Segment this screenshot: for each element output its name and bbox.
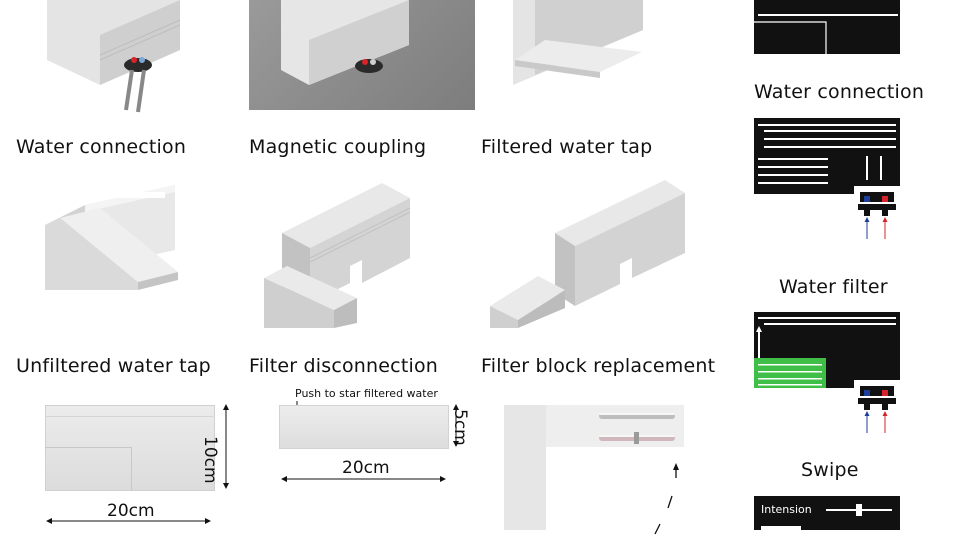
swipe-panel: Intension xyxy=(754,496,900,530)
right-diagram-water-connection xyxy=(754,118,900,239)
front-height-label: 10cm xyxy=(200,436,220,484)
render-water-connection xyxy=(47,0,181,113)
render-filter-block-replacement xyxy=(490,180,685,328)
replacement-arrow xyxy=(654,463,679,535)
filter-block-top-view xyxy=(504,405,684,530)
right-diagram-water-filter xyxy=(754,312,900,433)
right-diagram-top xyxy=(754,0,900,54)
side-width-label: 20cm xyxy=(342,458,390,478)
right-label-swipe: Swipe xyxy=(801,459,859,481)
caption-unfiltered-water-tap: Unfiltered water tap xyxy=(16,355,211,377)
side-height-dimension-line xyxy=(453,404,459,447)
front-elevation xyxy=(45,405,215,491)
right-label-water-filter: Water filter xyxy=(779,276,888,298)
push-note: Push to star filtered water xyxy=(295,387,438,400)
render-unfiltered-water-tap xyxy=(45,185,178,290)
swipe-row-label: Intension xyxy=(761,503,812,516)
side-width-dimension-line xyxy=(281,476,446,482)
right-label-water-connection: Water connection xyxy=(754,81,925,103)
magnetic-coupling-block xyxy=(281,0,409,85)
caption-magnetic-coupling: Magnetic coupling xyxy=(249,136,427,158)
caption-water-connection: Water connection xyxy=(16,136,187,158)
front-elevation-line xyxy=(45,416,213,417)
swipe-row-2-label xyxy=(761,526,801,530)
front-width-label: 20cm xyxy=(107,501,155,521)
side-elevation xyxy=(279,405,449,449)
side-height-label: 5cm xyxy=(450,409,470,446)
caption-filtered-water-tap: Filtered water tap xyxy=(481,136,653,158)
swipe-slider-thumb[interactable] xyxy=(856,504,862,516)
caption-filter-disconnection: Filter disconnection xyxy=(249,355,439,377)
front-width-dimension-line xyxy=(46,518,211,524)
front-elevation-detail xyxy=(45,447,132,490)
caption-filter-block-replacement: Filter block replacement xyxy=(481,355,716,377)
render-filter-disconnection xyxy=(264,183,411,328)
front-height-dimension-line xyxy=(223,404,229,489)
render-filtered-water-tap xyxy=(513,0,643,85)
